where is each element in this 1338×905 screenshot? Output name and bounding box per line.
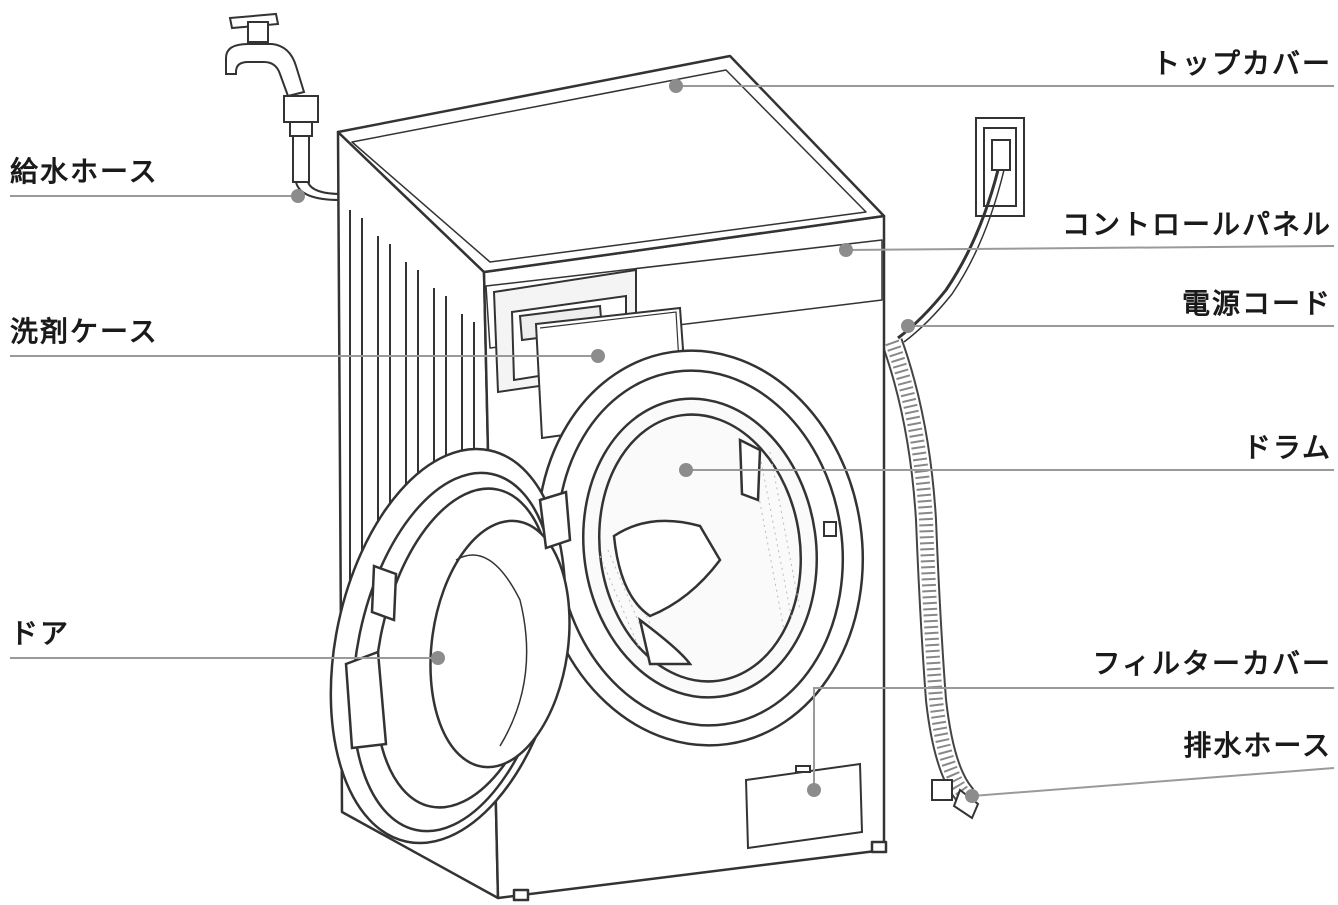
marker-dots [291, 79, 979, 803]
dot-power-cord [901, 319, 915, 333]
label-drum: ドラム [1242, 431, 1332, 464]
outlet-drawing [897, 117, 1025, 343]
dot-water-hose [291, 189, 305, 203]
drum-drawing [535, 349, 865, 747]
dot-filter-cover [807, 783, 821, 797]
label-detergent-case: 洗剤ケース [10, 315, 159, 348]
dot-drum [679, 463, 693, 477]
dot-drain-hose [965, 789, 979, 803]
dot-detergent-case [591, 349, 605, 363]
leader-lines [10, 85, 1335, 797]
label-drain-hose: 排水ホース [1183, 729, 1332, 762]
dot-top-cover [669, 79, 683, 93]
filter-cover-drawing [744, 762, 864, 850]
dot-door [431, 651, 445, 665]
leader-filter-cover [813, 687, 1334, 790]
drain-hose-drawing [881, 338, 980, 820]
label-top-cover: トップカバー [1151, 47, 1332, 80]
label-power-cord: 電源コード [1181, 287, 1332, 320]
leader-drain-hose [971, 767, 1335, 797]
label-door: ドア [10, 617, 71, 650]
label-control-panel: コントロールパネル [1061, 208, 1332, 241]
label-filter-cover: フィルターカバー [1092, 647, 1332, 680]
faucet-drawing [225, 12, 343, 201]
door-drawing [329, 447, 572, 845]
label-water-hose: 給水ホース [10, 155, 159, 188]
dot-control-panel [839, 243, 853, 257]
leader-control-panel [845, 245, 1335, 251]
